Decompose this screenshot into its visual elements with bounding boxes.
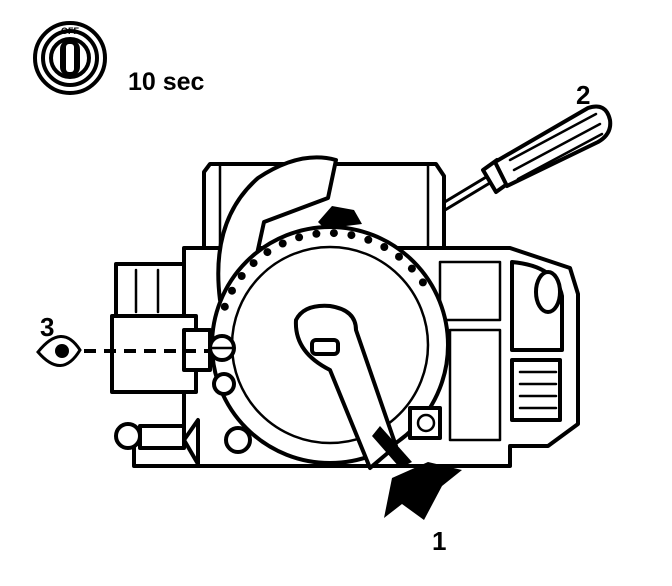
gear-tooth	[418, 278, 427, 287]
gear-tooth	[295, 233, 304, 242]
gear-tooth	[278, 239, 287, 248]
callout-3: 3	[40, 312, 54, 342]
ignition-off-label: OFF	[61, 26, 79, 36]
ignition-switch-icon: OFF	[33, 21, 107, 95]
side-screws	[408, 406, 442, 440]
gear-tooth	[312, 229, 321, 238]
gear-tooth	[407, 264, 416, 273]
gear-tooth	[364, 235, 373, 244]
gear-tooth	[249, 259, 258, 268]
push-arrow	[384, 462, 462, 520]
sensor-connector	[110, 262, 212, 394]
duration-label: 10 sec	[128, 68, 205, 96]
hose-fitting	[114, 418, 200, 466]
callout-1: 1	[432, 526, 446, 556]
gear-tooth	[263, 248, 272, 257]
throttle-lever	[293, 303, 412, 470]
adjusting-screw	[208, 334, 252, 454]
gear-tooth	[380, 243, 389, 251]
gear-tooth	[237, 272, 246, 280]
gear-tooth	[395, 252, 403, 261]
gear-tooth	[220, 302, 229, 311]
gear-tooth	[347, 231, 356, 240]
eye-icon	[36, 335, 210, 367]
gear-tooth	[228, 286, 236, 295]
gear-tooth	[329, 229, 338, 238]
callout-2: 2	[576, 80, 590, 110]
